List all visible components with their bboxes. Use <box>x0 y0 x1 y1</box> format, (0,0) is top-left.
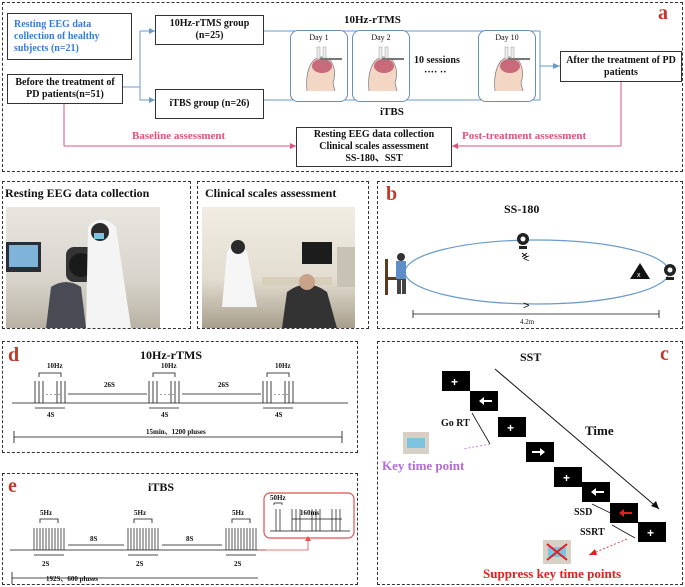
sessions-ellipsis: ···· ·· <box>424 67 447 78</box>
chair-person-icon <box>385 253 406 295</box>
post-treatment-label: Post-treatment assessment <box>462 130 587 142</box>
distance-label: 4.2m <box>520 318 535 326</box>
head-coil-icon <box>494 46 530 92</box>
panel-c-title: SST <box>520 350 542 364</box>
panel-d-letter: d <box>8 344 20 366</box>
rtms-freq-2: 10Hz <box>161 362 177 370</box>
key-time-label: Key time point <box>382 458 465 473</box>
clinical-photo <box>202 207 355 328</box>
svg-text:+: + <box>647 526 654 540</box>
rtms-gap-2: 26S <box>218 381 229 389</box>
assessment-line-1: Resting EEG data collection <box>313 129 435 140</box>
panel-e-letter: e <box>8 475 17 497</box>
day-1-card: Day 1 <box>290 30 348 102</box>
clinical-photo-panel <box>197 181 369 329</box>
itbs-pulse-diagram <box>10 492 355 584</box>
svg-text:. . . .: . . . . <box>46 388 60 397</box>
panel-c <box>377 341 683 585</box>
itbs-train-2: 2S <box>136 560 144 568</box>
rtms-freq-1: 10Hz <box>47 362 63 370</box>
assessment-line-2: Clinical scales assessment <box>319 141 429 152</box>
svg-text:+: + <box>451 375 458 389</box>
day-2-label: Day 2 <box>371 33 391 42</box>
after-treatment-text: After the treatment of PD patients <box>566 54 676 78</box>
baseline-label: Baseline assessment <box>132 130 226 142</box>
ssd-label: SSD <box>574 507 593 518</box>
itbs-group-text: iTBS group (n=26) <box>169 98 250 109</box>
assessment-line-3: SS-180、SST <box>345 153 403 164</box>
rtms-group-text: 10Hz-rTMS group (n=25) <box>169 18 250 41</box>
svg-text:<: < <box>523 253 529 265</box>
camera-icon <box>517 233 529 249</box>
itbs-label: iTBS <box>380 106 404 118</box>
rtms-total: 15min、1200 pluses <box>146 428 206 436</box>
suppress-label: Suppress key time points <box>483 566 622 581</box>
after-treatment-box: After the treatment of PD patients <box>560 51 682 82</box>
rtms-train-3: 4S <box>275 411 283 419</box>
eeg-photo <box>6 207 160 328</box>
clinical-scene <box>222 240 355 328</box>
itbs-train-3: 2S <box>234 560 242 568</box>
before-treatment-box: Before the treatment of PD patients(n=51… <box>7 74 123 104</box>
time-label: Time <box>585 423 614 438</box>
itbs-inset-dur: 160ms <box>300 509 320 517</box>
itbs-gap-1: 8S <box>90 535 98 543</box>
day-1-label: Day 1 <box>309 33 329 42</box>
panel-a <box>2 2 683 172</box>
day-10-card: Day 10 <box>478 30 536 102</box>
rtms-freq-3: 10Hz <box>275 362 291 370</box>
rtms-pulse-diagram: . . . . . . . . . . . . <box>12 372 348 443</box>
itbs-freq-1: 5Hz <box>40 509 53 517</box>
sessions-label: 10 sessions <box>414 55 460 66</box>
panel-d <box>2 341 358 453</box>
itbs-inset-freq: 50Hz <box>270 494 286 502</box>
suppress-photo-icon <box>543 540 571 564</box>
panel-d-title: 10Hz-rTMS <box>140 348 202 362</box>
svg-text:+: + <box>563 471 570 485</box>
itbs-train-1: 2S <box>42 560 50 568</box>
head-coil-icon <box>306 46 342 92</box>
panel-b-letter: b <box>386 183 398 205</box>
assessment-box: Resting EEG data collection Clinical sca… <box>296 127 452 167</box>
rtms-train-1: 4S <box>47 411 55 419</box>
eeg-scene <box>6 219 131 328</box>
head-coil-icon <box>368 46 404 92</box>
svg-text:. . . .: . . . . <box>160 388 174 397</box>
day-2-card: Day 2 <box>352 30 410 102</box>
panel-b <box>377 181 683 329</box>
resting-eeg-text: Resting EEG data collection of healthy s… <box>14 18 100 54</box>
svg-text:+: + <box>507 421 514 435</box>
eeg-photo-title: Resting EEG data collection <box>5 186 150 200</box>
eeg-photo-panel <box>2 181 191 329</box>
rtms-train-2: 4S <box>161 411 169 419</box>
svg-text:. . . .: . . . . <box>274 388 288 397</box>
rtms-label: 10Hz-rTMS <box>344 14 401 26</box>
itbs-total: 192S、600 pluses <box>46 575 98 583</box>
panel-b-title: SS-180 <box>504 202 540 216</box>
ssrt-label: SSRT <box>580 527 605 538</box>
ss180-track: < > <box>404 239 670 318</box>
before-treatment-text: Before the treatment of PD patients(n=51… <box>15 77 115 100</box>
panel-e-title: iTBS <box>148 480 175 494</box>
clinical-photo-title: Clinical scales assessment <box>205 186 337 200</box>
panel-e <box>2 473 358 585</box>
svg-text:x: x <box>637 272 641 279</box>
svg-text:>: > <box>523 300 529 312</box>
itbs-group-box: iTBS group (n=26) <box>155 89 264 119</box>
resting-eeg-box: Resting EEG data collection of healthy s… <box>7 13 132 60</box>
rtms-group-box: 10Hz-rTMS group (n=25) <box>155 15 264 45</box>
go-rt-label: Go RT <box>441 418 470 429</box>
rtms-gap-1: 26S <box>104 381 115 389</box>
keypress-photo-icon <box>403 432 429 454</box>
itbs-freq-2: 5Hz <box>134 509 147 517</box>
panel-a-letter: a <box>658 2 668 24</box>
sst-sequence: + + + + <box>442 368 666 556</box>
day-10-label: Day 10 <box>495 33 519 42</box>
cone-marker-icon: x <box>630 263 650 279</box>
itbs-freq-3: 5Hz <box>232 509 245 517</box>
panel-c-letter: c <box>660 343 669 365</box>
itbs-gap-2: 8S <box>186 535 194 543</box>
camera-icon <box>664 264 676 280</box>
